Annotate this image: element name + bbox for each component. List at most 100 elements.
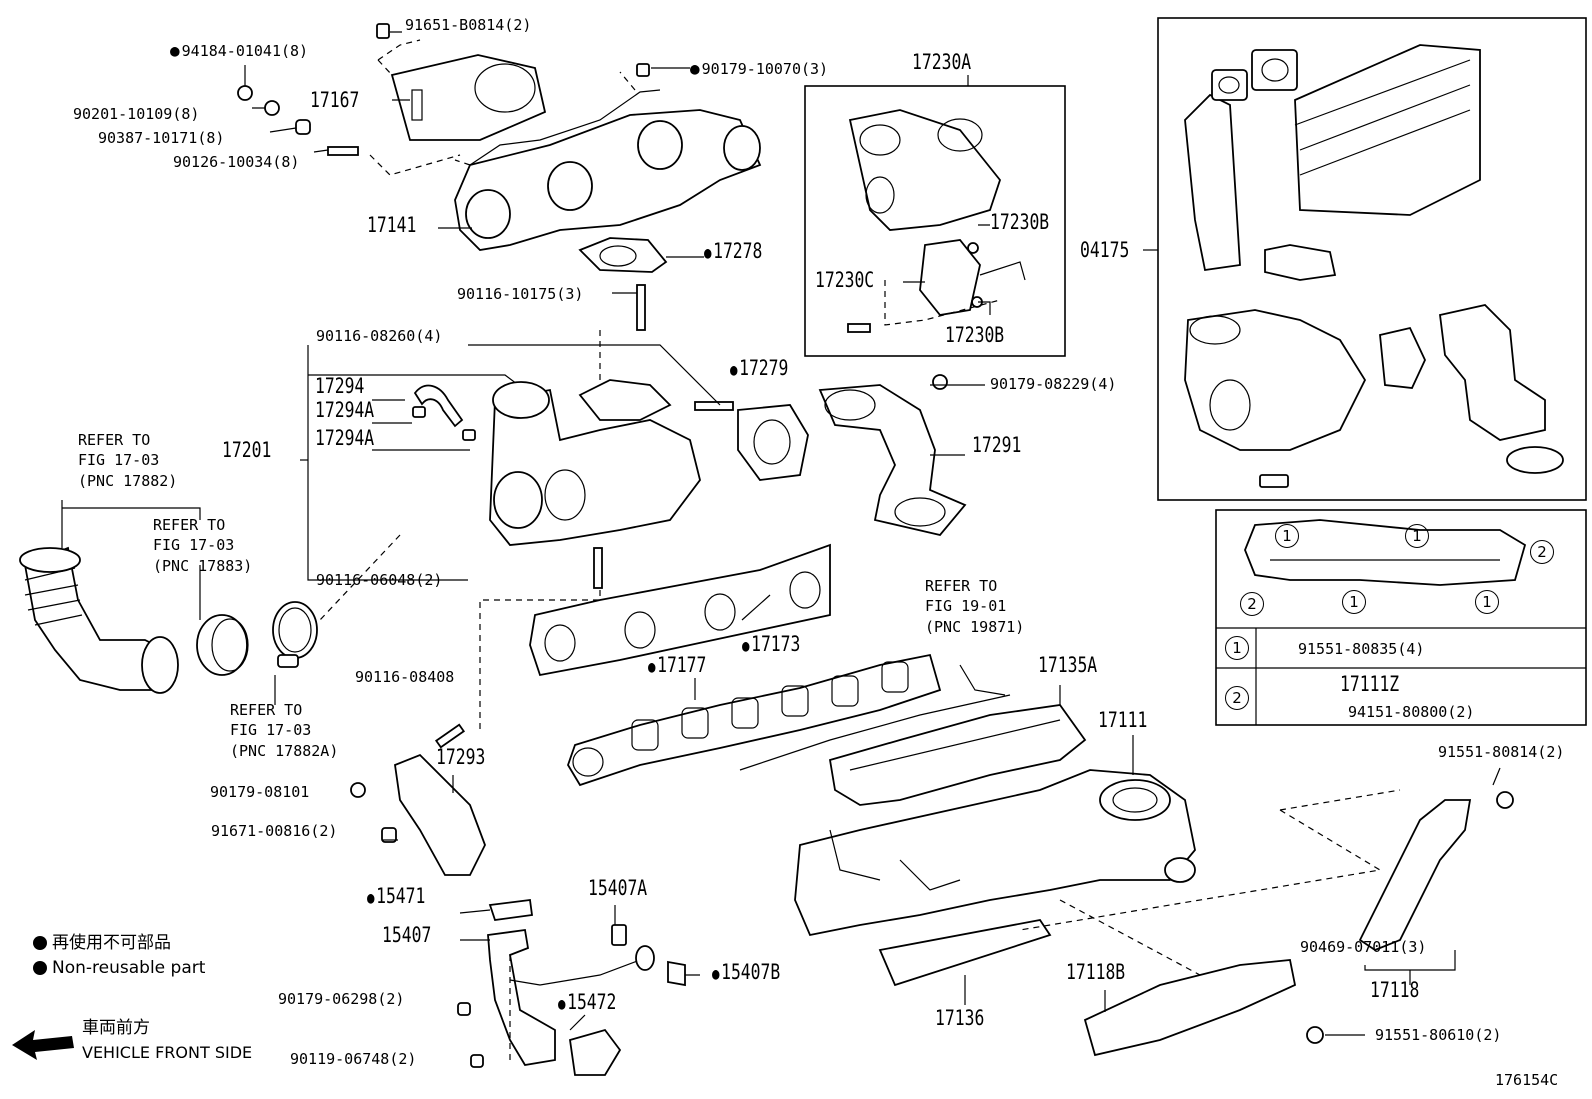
label-17294A-2: 17294A: [315, 426, 375, 450]
label-17167: 17167: [310, 88, 360, 112]
label-91651: 91651-B0814(2): [405, 16, 532, 34]
ref4-line3: (PNC 19871): [925, 617, 1025, 636]
front-side-en: VEHICLE FRONT SIDE: [82, 1043, 253, 1062]
label-90116-08260: 90116-08260(4): [316, 327, 443, 345]
label-15407A: 15407A: [588, 876, 648, 900]
label-15472: 15472: [558, 992, 616, 1013]
label-17135A: 17135A: [1038, 653, 1098, 677]
label-90201: 90201-10109(8): [73, 105, 200, 123]
label-17118B: 17118B: [1066, 960, 1126, 984]
clamp-17883: [196, 614, 248, 676]
inset-marker-1a: 1: [1275, 524, 1299, 548]
turbo-kit-box: [1157, 17, 1587, 501]
label-17293: 17293: [436, 745, 486, 769]
front-side-jp: 車両前方: [82, 1018, 150, 1038]
refer-to-17883: REFER TO FIG 17-03 (PNC 17883): [153, 515, 252, 576]
legend-en: Non-reusable part: [52, 958, 206, 978]
refer-to-19871: REFER TO FIG 19-01 (PNC 19871): [925, 576, 1024, 637]
turbocharger-17201: [489, 388, 701, 546]
label-17230C: 17230C: [815, 268, 875, 292]
kit-hose: [1184, 93, 1241, 272]
cover-17136: [878, 919, 1052, 987]
table-key-1: 1: [1225, 636, 1249, 660]
label-17141: 17141: [367, 213, 417, 237]
kit-turbo: [1184, 309, 1367, 451]
front-arrow-icon: [12, 1030, 74, 1060]
label-04175: 04175: [1080, 238, 1130, 262]
inset-marker-1d: 1: [1475, 590, 1499, 614]
label-90116-06048: 90116-06048(2): [316, 571, 443, 589]
inset-marker-2a: 2: [1530, 540, 1554, 564]
label-90179-08229: 90179-08229(4): [990, 375, 1117, 393]
refer-to-17882: REFER TO FIG 17-03 (PNC 17882): [78, 430, 177, 491]
label-17136: 17136: [935, 1006, 985, 1030]
ref2-line1: REFER TO: [153, 516, 226, 534]
label-90126: 90126-10034(8): [173, 153, 300, 171]
label-17173: 17173: [742, 634, 800, 655]
figure-code: 176154C: [1495, 1071, 1559, 1089]
ref4-line1: REFER TO: [925, 577, 998, 595]
bracket-17118B: [1083, 959, 1297, 1057]
hose-17294: [413, 384, 464, 428]
ref3-line3: (PNC 17882A): [230, 741, 339, 760]
gasket-17177: [567, 653, 942, 787]
label-17294: 17294: [315, 374, 365, 398]
label-17111: 17111: [1098, 708, 1148, 732]
table-part-17111Z: 17111Z: [1340, 672, 1400, 696]
label-90387: 90387-10171(8): [98, 129, 225, 147]
bracket-17293: [394, 753, 486, 876]
ref1-line3: (PNC 17882): [78, 471, 178, 490]
ref1-line2: FIG 17-03: [78, 451, 160, 470]
label-90116-10175: 90116-10175(3): [457, 285, 584, 303]
gasket-15472: [568, 1028, 622, 1076]
actuator-17230B: [919, 239, 981, 316]
inset-marker-1b: 1: [1405, 524, 1429, 548]
label-91551-80814: 91551-80814(2): [1438, 743, 1565, 761]
label-15471: 15471: [367, 886, 425, 907]
label-15407B: 15407B: [712, 962, 780, 983]
egr-pipe-15407: [487, 928, 556, 1066]
kit-pipe: [1439, 304, 1546, 441]
label-90119: 90119-06748(2): [290, 1050, 417, 1068]
heat-shield-17167: [390, 54, 547, 141]
label-15407: 15407: [382, 923, 432, 947]
label-90116-08408: 90116-08408: [355, 668, 455, 686]
turbo-assembly-box: [804, 85, 1066, 357]
gasket-17278: [578, 237, 668, 273]
ref2-line3: (PNC 17883): [153, 556, 253, 575]
ref3-line1: REFER TO: [230, 701, 303, 719]
label-17177: 17177: [648, 655, 706, 676]
gasket-17279: [737, 404, 809, 481]
label-90179-06298: 90179-06298(2): [278, 990, 405, 1008]
gasket-15471: [488, 898, 534, 921]
inset-marker-2b: 2: [1240, 592, 1264, 616]
label-17201: 17201: [222, 438, 272, 462]
table-part-94151: 94151-80800(2): [1348, 703, 1475, 721]
label-90469: 90469-07011(3): [1300, 938, 1427, 956]
ref3-line2: FIG 17-03: [230, 721, 312, 740]
inset-marker-1c: 1: [1342, 590, 1366, 614]
label-90179-08101: 90179-08101: [210, 783, 310, 801]
refer-to-17882A: REFER TO FIG 17-03 (PNC 17882A): [230, 700, 338, 761]
label-17279: 17279: [730, 358, 788, 379]
label-90179-10070: 90179-10070(3): [690, 61, 828, 77]
manifold-insert-box: [1215, 509, 1587, 726]
bracket-17118: [1358, 799, 1472, 952]
table-part-91551-80835: 91551-80835(4): [1298, 640, 1425, 658]
turbo-assy-17230A: [848, 109, 1002, 231]
table-key-2: 2: [1225, 686, 1249, 710]
ref1-line1: REFER TO: [78, 431, 151, 449]
legend-jp: 再使用不可部品: [52, 933, 171, 953]
label-94184: 94184-01041(8): [170, 43, 308, 59]
label-91671: 91671-00816(2): [211, 822, 338, 840]
label-17294A-1: 17294A: [315, 398, 375, 422]
label-91551-80610: 91551-80610(2): [1375, 1026, 1502, 1044]
label-17230A: 17230A: [912, 50, 972, 74]
label-17118: 17118: [1370, 978, 1420, 1002]
exhaust-pipe-17291: [818, 384, 967, 537]
label-17230B-top: 17230B: [990, 210, 1050, 234]
ref2-line2: FIG 17-03: [153, 536, 235, 555]
ref4-line2: FIG 19-01: [925, 597, 1007, 616]
